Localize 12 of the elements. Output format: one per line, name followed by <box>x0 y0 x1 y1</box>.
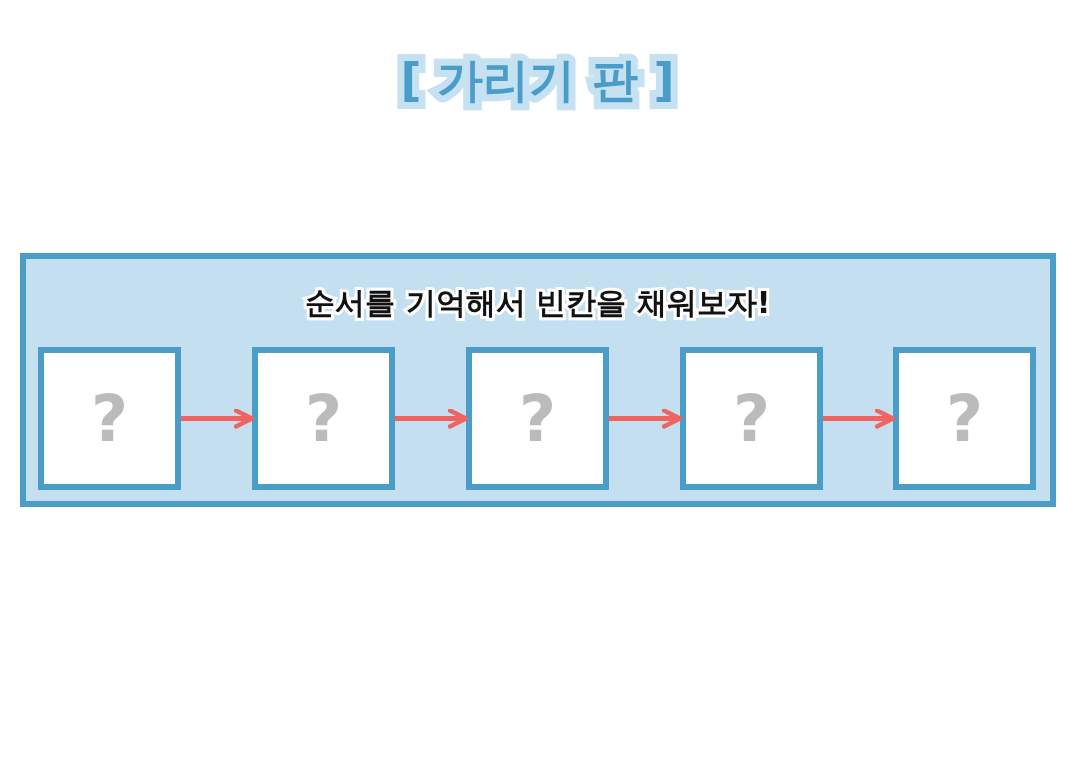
blank-box: ? <box>680 347 823 490</box>
blank-box: ? <box>466 347 609 490</box>
arrow <box>181 408 255 429</box>
arrow <box>609 408 683 429</box>
title: [ 가리기 판 ] <box>399 52 676 109</box>
arrow <box>395 408 469 429</box>
panel <box>20 253 1056 507</box>
blank-box: ? <box>38 347 181 490</box>
arrow <box>823 408 896 429</box>
blank-box: ? <box>252 347 395 490</box>
instruction-text: 순서를 기억해서 빈칸을 채워보자! <box>304 284 772 322</box>
blank-box: ? <box>893 347 1036 490</box>
